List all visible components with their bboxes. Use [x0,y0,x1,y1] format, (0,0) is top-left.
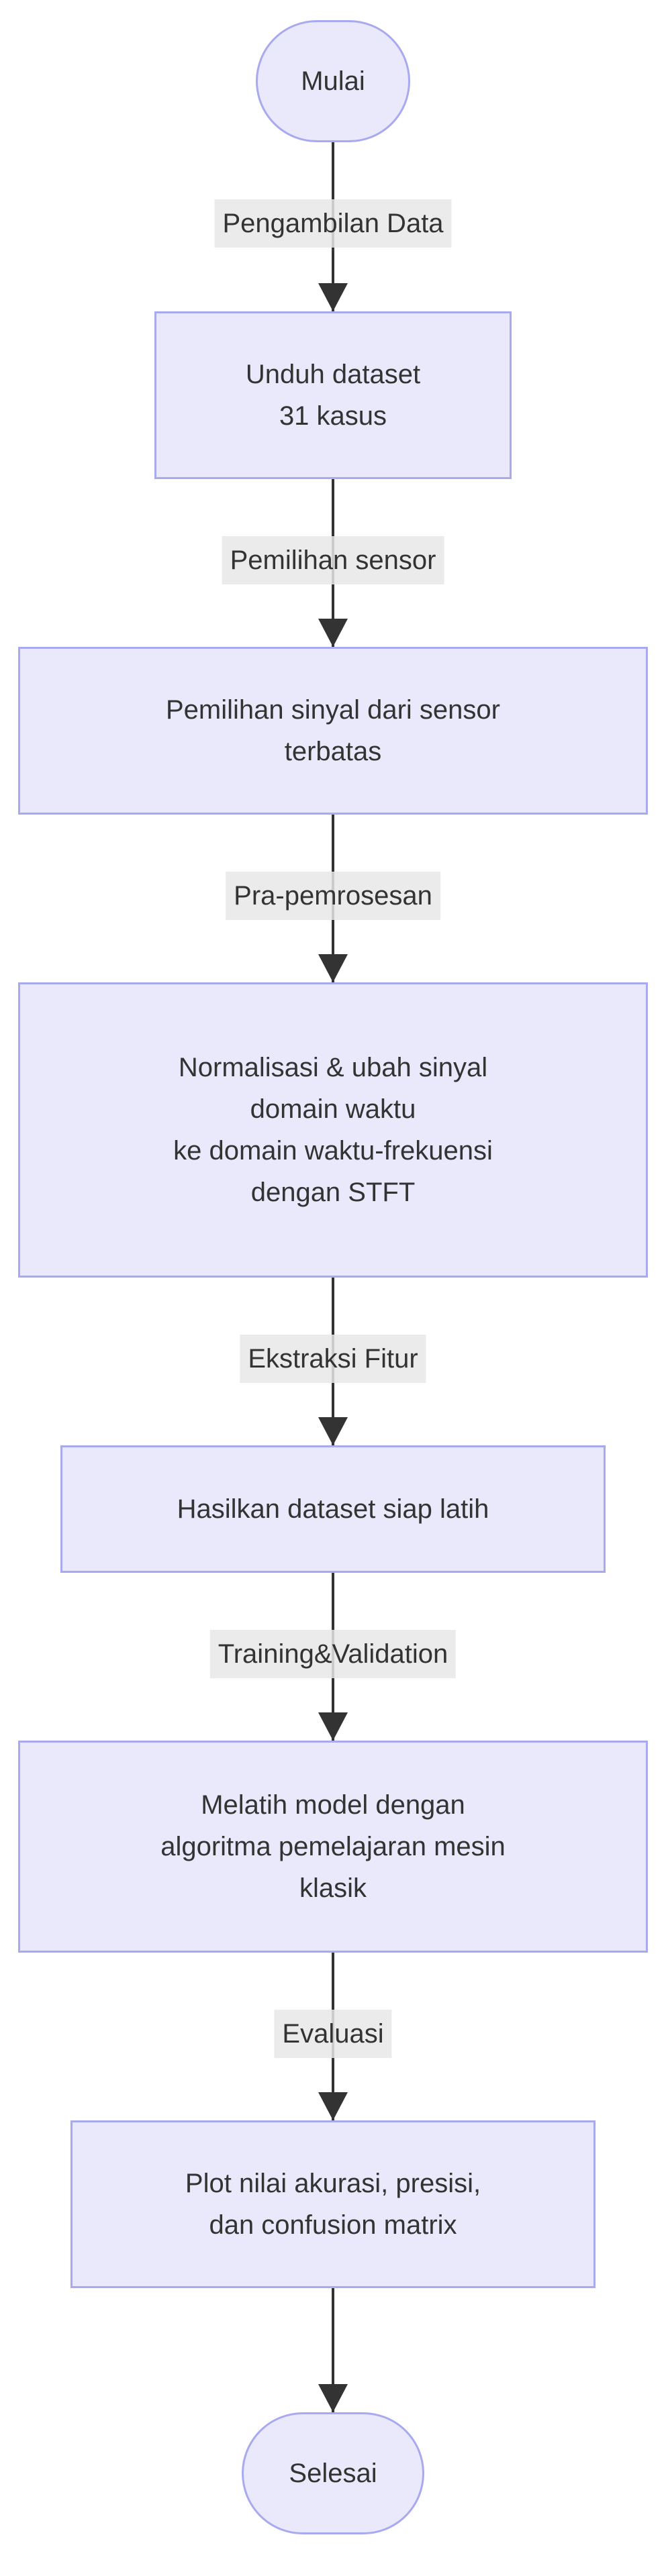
node-mulai: Mulai [256,20,410,142]
node-line: Melatih model dengan [201,1790,465,1820]
node-melatih-model: Melatih model dengan algoritma pemelajar… [18,1741,648,1953]
edge-evaluasi: Evaluasi [0,1953,666,2120]
node-line: dan confusion matrix [209,2210,457,2240]
arrowhead-icon [318,1417,348,1445]
edge-label: Pengambilan Data [214,199,452,248]
node-unduh-dataset: Unduh dataset 31 kasus [154,311,512,479]
edge-label: Ekstraksi Fitur [240,1335,426,1383]
edge-training-validation: Training&Validation [0,1573,666,1741]
edge-label: Training&Validation [209,1630,457,1678]
arrowhead-icon [318,954,348,982]
node-line: domain waktu [250,1094,416,1124]
node-line: 31 kasus [279,401,387,431]
node-label: Mulai [301,66,365,96]
edge-label: Pra-pemrosesan [226,872,440,920]
node-line: Plot nilai akurasi, presisi, [185,2169,481,2198]
node-selesai: Selesai [242,2412,424,2534]
node-line: Hasilkan dataset siap latih [177,1494,489,1524]
edge-label: Pemilihan sensor [222,536,444,584]
arrowhead-icon [318,1712,348,1741]
arrowhead-icon [318,283,348,311]
edge-pengambilan-data: Pengambilan Data [0,142,666,311]
edge-line [332,2288,334,2412]
node-plot-evaluasi: Plot nilai akurasi, presisi, dan confusi… [70,2120,596,2288]
node-label: Selesai [289,2459,377,2488]
edge-pra-pemrosesan: Pra-pemrosesan [0,815,666,982]
node-line: klasik [299,1873,367,1903]
node-hasilkan-dataset: Hasilkan dataset siap latih [60,1445,606,1573]
node-line: ke domain waktu-frekuensi [173,1136,493,1166]
node-normalisasi-stft: Normalisasi & ubah sinyal domain waktu k… [18,982,648,1278]
node-pemilihan-sinyal: Pemilihan sinyal dari sensor terbatas [18,647,648,815]
arrowhead-icon [318,619,348,647]
arrowhead-icon [318,2384,348,2412]
node-line: algoritma pemelajaran mesin [160,1832,506,1861]
node-line: Unduh dataset [245,360,421,389]
arrowhead-icon [318,2092,348,2120]
node-line: dengan STFT [250,1178,416,1207]
node-line: Normalisasi & ubah sinyal [178,1053,488,1082]
node-line: terbatas [284,737,382,766]
edge-label: Evaluasi [274,2010,392,2058]
edge-pemilihan-sensor: Pemilihan sensor [0,479,666,647]
edge-to-selesai [0,2288,666,2412]
edge-ekstraksi-fitur: Ekstraksi Fitur [0,1278,666,1445]
node-line: Pemilihan sinyal dari sensor [165,695,500,725]
